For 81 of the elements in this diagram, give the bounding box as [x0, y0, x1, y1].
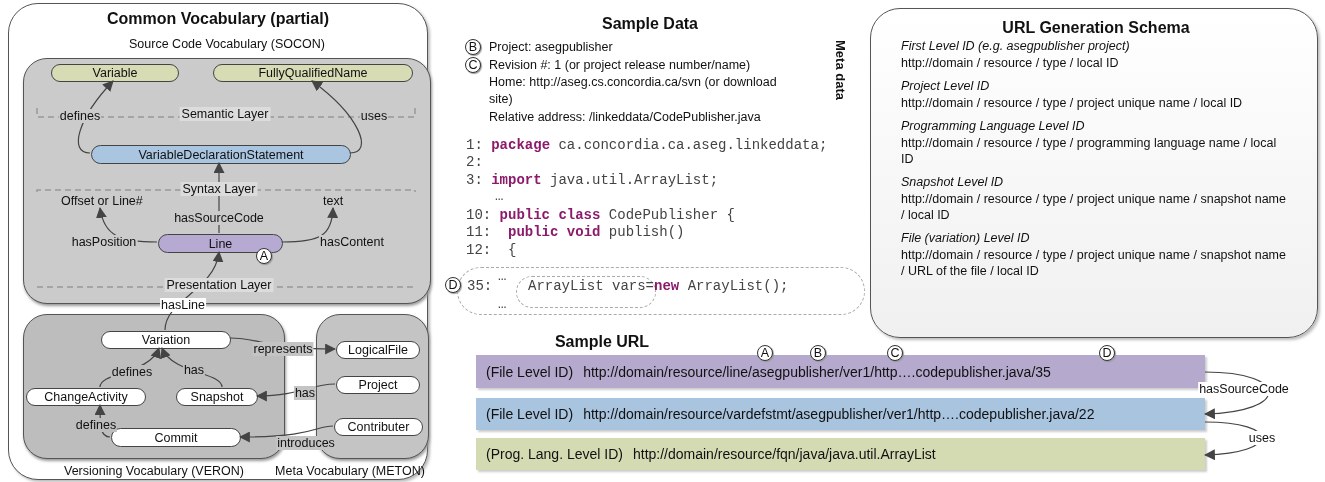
- url-text: http://domain/resource/fqn/java/java.util.ArrayList: [632, 446, 936, 462]
- callout-letter: D: [445, 277, 461, 293]
- class-node: Variable: [51, 64, 179, 82]
- id-level-text: (File Level ID): [486, 406, 574, 422]
- url-pattern-text: http://domain / resource / type / project unique name / snapshot name / local ID: [901, 191, 1287, 223]
- class-node: ChangeActivity: [26, 388, 146, 406]
- edge-label: defines: [110, 365, 154, 379]
- class-node: Variation: [101, 331, 231, 349]
- class-node: LogicalFile: [336, 341, 420, 359]
- class-node: FullyQualifiedName: [213, 64, 413, 82]
- code-line: 11: public void publish(): [466, 224, 685, 241]
- arrow: [311, 80, 363, 154]
- callout-letter: C: [465, 57, 481, 73]
- code-line: ArrayList vars=new ArrayList();: [528, 278, 789, 295]
- metadata-text: Home: http://aseg.cs.concordia.ca/svn (or download site): [489, 74, 778, 108]
- edge-label: hasSourceCode: [1198, 382, 1290, 396]
- callout-letter: B: [465, 39, 481, 55]
- edge-label: defines: [58, 109, 102, 123]
- property-value-text: text: [323, 194, 344, 208]
- class-node: Project: [336, 376, 420, 394]
- id-level-heading: Programming Language Level ID: [901, 119, 1086, 133]
- id-level-heading: First Level ID (e.g. asegpublisher project): [901, 39, 1131, 53]
- metadata-text: Relative address: /linkeddata/CodePublisher.java: [489, 109, 762, 126]
- callout-letter: D: [1099, 345, 1115, 361]
- property-value-text: Offset or Line#: [61, 194, 143, 208]
- url-bar: [476, 438, 1205, 470]
- edge-label: represents: [252, 342, 314, 356]
- group-heading: Meta Vocabulary (METON): [274, 464, 426, 478]
- section-title: Sample URL: [554, 333, 650, 351]
- id-level-heading: File (variation) Level ID: [901, 231, 1031, 245]
- layer-label: Syntax Layer: [180, 182, 258, 196]
- arrow: [255, 383, 336, 402]
- class-node: VariableDeclarationStatement: [91, 145, 351, 164]
- edge-label: introduces: [276, 436, 336, 450]
- edge-label: hasSourceCode: [173, 211, 265, 225]
- metadata-text: Project: asegpublisher: [489, 39, 614, 56]
- code-line: 1: package ca.concordia.ca.aseg.linkeddata;: [466, 137, 828, 154]
- callout-letter: A: [757, 345, 773, 361]
- arrow: [281, 206, 338, 243]
- edge-label: has: [182, 363, 206, 377]
- group-heading: Source Code Vocabulary (SOCON): [128, 37, 326, 51]
- code-line: 10: public class CodePublisher {: [466, 207, 735, 224]
- class-node: Commit: [111, 428, 241, 447]
- url-pattern-text: http://domain / resource / type / project unique name / snapshot name / URL of the file / local ID: [901, 247, 1287, 279]
- panel-title: Common Vocabulary (partial): [106, 10, 330, 28]
- url-pattern-text: http://domain / resource / type / programming language name / local ID: [901, 135, 1278, 167]
- layer-label: Presentation Layer: [164, 278, 274, 292]
- callout-letter: B: [810, 345, 826, 361]
- layer-label: Semantic Layer: [179, 107, 271, 121]
- panel-title: URL Generation Schema: [1001, 19, 1191, 37]
- code-line: …: [498, 296, 507, 313]
- arrow: [238, 425, 334, 443]
- schema-panel: [870, 8, 1318, 338]
- metadata-text: Revision #: 1 (or project release number/name): [489, 57, 752, 74]
- side-heading: Meta data: [832, 40, 848, 100]
- vocabulary-panel: [8, 3, 428, 480]
- class-node: Contributer: [334, 418, 423, 436]
- arrow: [1203, 371, 1270, 419]
- url-pattern-text: http://domain / resource / type / local ID: [901, 55, 1120, 71]
- id-level-heading: Project Level ID: [901, 79, 991, 93]
- section-title: Sample Data: [602, 15, 698, 33]
- id-level-heading: Snapshot Level ID: [901, 175, 1005, 189]
- url-text: http://domain/resource/vardefstmt/asegpublisher/ver1/http….codepublisher.java/22: [583, 406, 1095, 422]
- class-node: Snapshot: [176, 388, 258, 406]
- url-pattern-text: http://domain / resource / type / project unique name / local ID: [901, 95, 1244, 111]
- code-line: 3: import java.util.ArrayList;: [466, 172, 719, 189]
- edge-label: hasLine: [160, 298, 206, 312]
- url-bar: [476, 398, 1205, 430]
- id-level-text: (Prog. Lang. Level ID): [486, 446, 623, 462]
- edge-label: uses: [1247, 431, 1277, 445]
- callout-letter: C: [887, 345, 903, 361]
- code-line: …: [498, 268, 507, 285]
- edge-label: has: [293, 386, 317, 400]
- code-line: 35:: [467, 278, 493, 295]
- code-line: 2:: [466, 154, 483, 171]
- edge-label: hasPosition: [70, 235, 138, 249]
- edge-label: defines: [74, 418, 118, 432]
- edge-label: hasContent: [319, 235, 385, 249]
- url-text: http://domain/resource/line/asegpublisher/ver1/http….codepublisher.java/35: [583, 363, 1051, 380]
- id-level-text: (File Level ID): [486, 363, 574, 380]
- code-line: …: [495, 188, 504, 205]
